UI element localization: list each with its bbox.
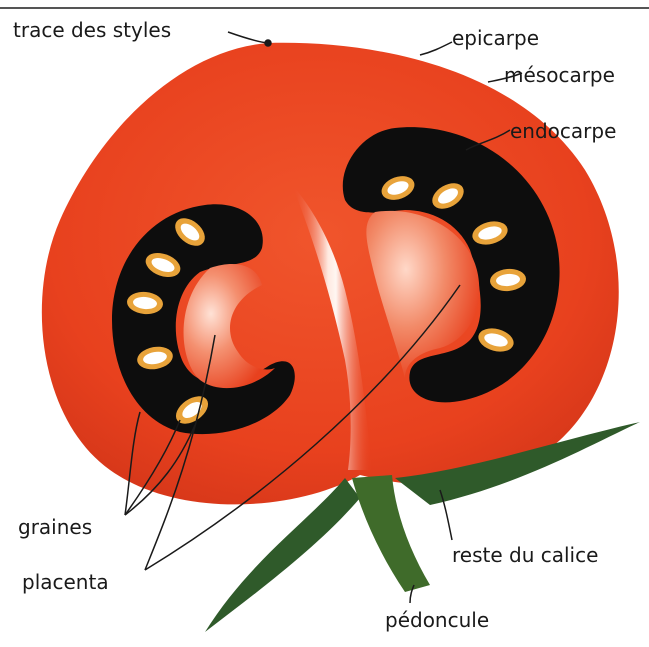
leader-trace-des-styles bbox=[228, 32, 268, 43]
style-trace-dot bbox=[265, 40, 271, 46]
label-epicarpe: epicarpe bbox=[452, 26, 539, 50]
label-trace-des-styles: trace des styles bbox=[13, 18, 171, 42]
label-graines: graines bbox=[18, 515, 92, 539]
label-placenta: placenta bbox=[22, 570, 109, 594]
label-mesocarpe: mésocarpe bbox=[504, 63, 615, 87]
leader-epicarpe bbox=[420, 42, 452, 55]
label-endocarpe: endocarpe bbox=[510, 119, 616, 143]
label-pedoncule: pédoncule bbox=[385, 608, 489, 632]
label-reste-du-calice: reste du calice bbox=[452, 543, 598, 567]
